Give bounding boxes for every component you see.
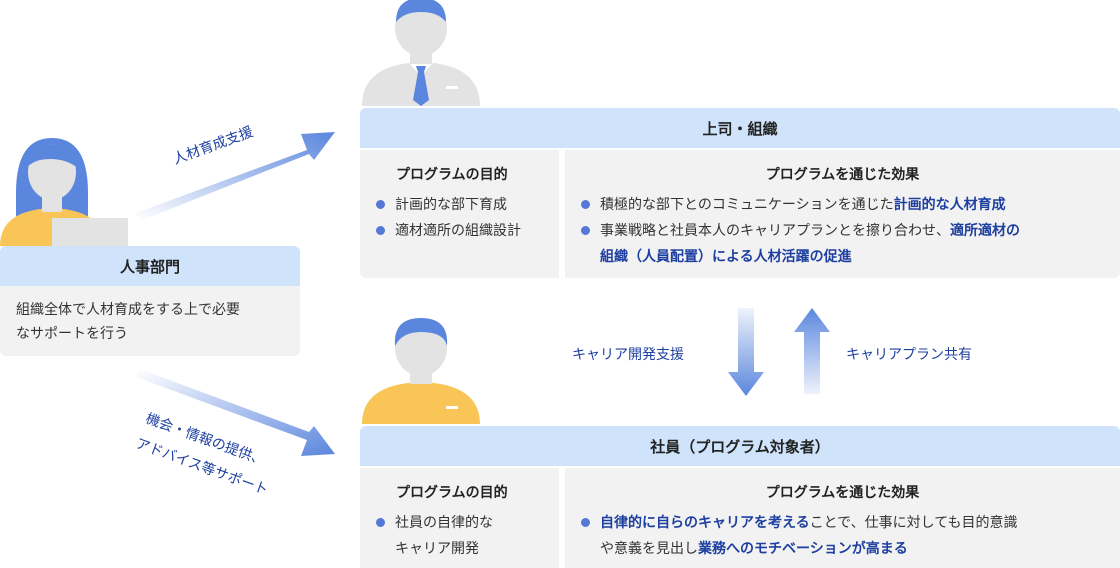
manager-effect-item: 事業戦略と社員本人のキャリアプランとを擦り合わせ、適所適材の組織（人員配置）によ… [581,218,1104,270]
bullet-icon [581,226,590,235]
arrow-up [794,308,830,394]
arrow-down [728,308,764,396]
manager-effect-cell: プログラムを通じた効果 積極的な部下とのコミュニケーションを通じた計画的な人材育… [565,150,1120,278]
manager-purpose-item: 計画的な部下育成 [376,192,559,218]
employee-person-icon [362,318,480,424]
employee-effect-text: 自律的に自らのキャリアを考えることで、仕事に対しても目的意識や意義を見出し業務へ… [600,515,1018,557]
employee-effect-title: プログラムを通じた効果 [765,485,920,501]
hr-desc-line1: 組織全体で人材育成をする上で必要 [16,302,240,318]
manager-effect-item: 積極的な部下とのコミュニケーションを通じた計画的な人材育成 [581,192,1104,218]
arrow-to-manager [136,132,335,221]
employee-effect-item: 自律的に自らのキャリアを考えることで、仕事に対しても目的意識や意義を見出し業務へ… [581,510,1104,562]
label-up: キャリアプラン共有 [846,347,972,363]
employee-title: 社員（プログラム対象者） [360,426,1120,466]
bullet-icon [376,518,385,527]
hr-description: 組織全体で人材育成をする上で必要 なサポートを行う [0,286,300,356]
employee-purpose-item: 社員の自律的なキャリア開発 [376,510,559,562]
manager-purpose-text: 計画的な部下育成 [395,197,507,213]
manager-effect-title: プログラムを通じた効果 [765,167,920,183]
manager-title: 上司・組織 [360,108,1120,148]
employee-purpose-cell: プログラムの目的 社員の自律的なキャリア開発 [360,468,559,568]
arrow-to-employee [136,369,335,456]
manager-purpose-cell: プログラムの目的 計画的な部下育成 適材適所の組織設計 [360,150,559,278]
label-down: キャリア開発支援 [572,347,684,363]
manager-person-icon [362,0,480,106]
employee-effect-cell: プログラムを通じた効果 自律的に自らのキャリアを考えることで、仕事に対しても目的… [565,468,1120,568]
bullet-icon [376,200,385,209]
hr-desc-line2: なサポートを行う [16,326,128,342]
employee-purpose-title: プログラムの目的 [396,485,508,501]
manager-effect-text: 事業戦略と社員本人のキャリアプランとを擦り合わせ、適所適材の組織（人員配置）によ… [600,223,1020,265]
hr-title: 人事部門 [0,246,300,286]
bullet-icon [581,200,590,209]
hr-person-icon [0,138,128,246]
manager-purpose-title: プログラムの目的 [396,167,508,183]
bullet-icon [581,518,590,527]
manager-purpose-item: 適材適所の組織設計 [376,218,559,244]
employee-purpose-text: 社員の自律的なキャリア開発 [395,515,493,557]
manager-purpose-text: 適材適所の組織設計 [395,223,521,239]
manager-effect-text: 積極的な部下とのコミュニケーションを通じた計画的な人材育成 [600,197,1006,213]
bullet-icon [376,226,385,235]
